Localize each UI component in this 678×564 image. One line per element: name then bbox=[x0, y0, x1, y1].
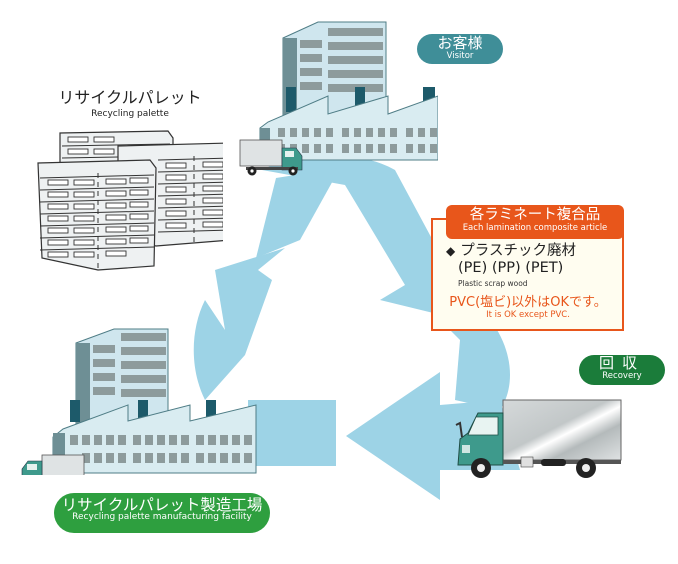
material-note-jp: PVC(塩ビ)以外はOKです。 bbox=[449, 295, 607, 310]
palette-label-jp: リサイクルパレット bbox=[58, 88, 202, 107]
palette-label-en: Recycling palette bbox=[91, 109, 169, 119]
pallet-stack-icon bbox=[37, 130, 223, 271]
material-header-jp: 各ラミネート複合品 bbox=[469, 207, 601, 223]
arrow-visitor-to-recovery bbox=[262, 155, 470, 320]
arrow-facility-to-visitor bbox=[193, 248, 285, 400]
material-header-en: Each lamination composite article bbox=[462, 222, 608, 233]
visitor-factory-icon bbox=[239, 21, 438, 176]
material-note: PVC(塩ビ)以外はOKです。 It is OK except PVC. bbox=[433, 295, 623, 320]
material-item-en: Plastic scrap wood bbox=[458, 279, 528, 289]
facility-label-en: Recycling palette manufacturing facility bbox=[72, 512, 252, 523]
material-item-jp: プラスチック廃材 bbox=[460, 243, 576, 259]
recovery-truck-icon bbox=[455, 399, 622, 478]
recovery-badge: 回収 Recovery bbox=[579, 355, 665, 385]
material-note-en: It is OK except PVC. bbox=[486, 309, 570, 320]
material-codes: (PE) (PP) (PET) bbox=[458, 259, 564, 276]
facility-factory-icon bbox=[21, 328, 257, 475]
material-item: ◆ プラスチック廃材 bbox=[446, 243, 622, 260]
facility-badge: リサイクルパレット製造工場 Recycling palette manufact… bbox=[54, 493, 270, 533]
palette-label: リサイクルパレット Recycling palette bbox=[45, 84, 215, 119]
material-panel-header: 各ラミネート複合品 Each lamination composite arti… bbox=[446, 205, 624, 239]
truck-icon bbox=[21, 454, 85, 475]
visitor-label-en: Visitor bbox=[446, 50, 474, 61]
arrow-band-left bbox=[256, 168, 340, 258]
visitor-badge: お客様 Visitor bbox=[417, 34, 503, 64]
facility-label-jp: リサイクルパレット製造工場 bbox=[61, 496, 263, 514]
recovery-label-jp: 回収 bbox=[598, 354, 645, 372]
truck-icon bbox=[239, 139, 303, 176]
material-panel-body: ◆ プラスチック廃材 (PE) (PP) (PET) Plastic scrap … bbox=[446, 243, 622, 288]
visitor-label-jp: お客様 bbox=[437, 34, 483, 52]
diamond-bullet-icon: ◆ bbox=[446, 244, 456, 258]
recovery-label-en: Recovery bbox=[602, 370, 642, 381]
arrow-band-bottom bbox=[248, 400, 336, 466]
